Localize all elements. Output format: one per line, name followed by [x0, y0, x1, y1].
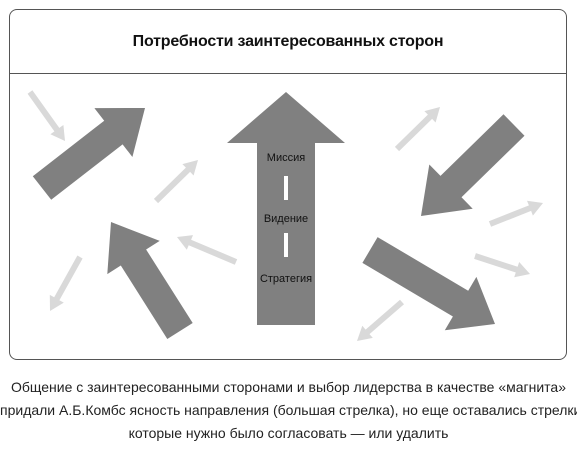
main-arrow-dash [284, 176, 288, 200]
caption-line: Общение с заинтересованными сторонами и … [10, 379, 567, 395]
light-arrow [357, 299, 404, 341]
light-arrow [153, 160, 198, 204]
main-up-arrow [227, 92, 345, 325]
main-arrow-dash [284, 233, 288, 257]
diagram-frame: Потребности заинтересованных сторон [9, 9, 567, 360]
dark-arrow [107, 222, 193, 339]
light-arrow [49, 255, 83, 311]
diagram-header: Потребности заинтересованных сторон [10, 10, 566, 74]
diagram-title: Потребности заинтересованных сторон [132, 32, 444, 50]
light-arrow [474, 253, 530, 278]
dark-arrow [421, 114, 525, 216]
light-arrow [27, 90, 66, 141]
main-arrow-label-strategy: Стратегия [260, 273, 312, 285]
main-arrow-label-vision: Видение [264, 213, 308, 225]
main-arrow-group: Миссия Видение Стратегия [227, 92, 345, 325]
caption-line: придали А.Б.Комбс ясность направления (б… [0, 402, 577, 418]
light-arrow [488, 200, 543, 227]
caption-line: которые нужно было согласовать — или уда… [128, 425, 449, 441]
light-arrows-group [27, 90, 543, 341]
dark-arrow [362, 237, 495, 331]
dark-arrows-group [32, 108, 525, 339]
figure-caption: Общение с заинтересованными сторонами и … [0, 376, 577, 445]
light-arrow [177, 235, 238, 265]
main-arrow-label-mission: Миссия [267, 152, 305, 164]
dark-arrow [32, 108, 145, 200]
light-arrow [394, 107, 440, 152]
